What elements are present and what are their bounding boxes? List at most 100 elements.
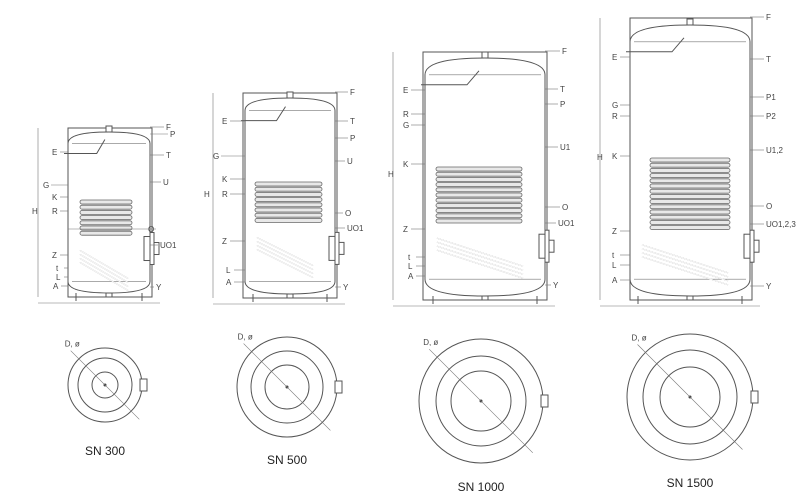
- connection-label-t: t: [408, 253, 411, 262]
- connection-label-z: Z: [222, 237, 227, 246]
- connection-label-h: H: [32, 207, 38, 216]
- heat-exchanger-coil-turn: [79, 220, 133, 226]
- diameter-label: D, ø: [423, 338, 438, 347]
- connection-label-l: L: [56, 273, 61, 282]
- connection-label-y: Y: [553, 281, 559, 290]
- connection-label-f: F: [562, 47, 567, 56]
- inlet-pipe: [421, 70, 480, 86]
- connection-label-p2: P2: [766, 112, 776, 121]
- inner-circle: [77, 357, 133, 413]
- heat-exchanger-coil-turn: [649, 193, 731, 199]
- inlet-pipe: [241, 106, 286, 122]
- diameter-label: D, ø: [632, 334, 647, 343]
- side-flange: [540, 394, 549, 408]
- connection-label-e: E: [52, 148, 57, 157]
- connection-label-p: P: [560, 100, 565, 109]
- connection-label-l: L: [226, 266, 231, 275]
- inner-circle: [264, 364, 310, 410]
- heat-exchanger-coil-turn: [435, 176, 523, 182]
- connection-label-h: H: [204, 190, 210, 199]
- heat-exchanger-coil-turn: [649, 204, 731, 210]
- model-name: SN 1000: [458, 480, 505, 494]
- inner-circle: [642, 349, 738, 445]
- connection-label-k: K: [222, 175, 228, 184]
- heat-exchanger-coil-turn: [79, 204, 133, 210]
- connection-label-uo: UO1,2,3: [766, 220, 796, 229]
- heat-exchanger-coil-turn: [254, 202, 323, 208]
- heat-exchanger-coil-turn: [649, 219, 731, 225]
- top-nozzle: [286, 91, 294, 99]
- heat-exchanger-coil-turn: [79, 230, 133, 236]
- connection-label-h: H: [597, 153, 603, 162]
- flange-connection: [753, 239, 760, 253]
- diameter-label: D, ø: [238, 333, 253, 342]
- inner-circle: [450, 370, 512, 432]
- heat-exchanger-coil-turn: [649, 162, 731, 168]
- plan-view: D, ø: [418, 338, 549, 464]
- connection-label-f: F: [350, 88, 355, 97]
- connection-label-y: Y: [156, 283, 162, 292]
- flange-connection: [153, 242, 160, 256]
- inner-circle: [435, 355, 527, 447]
- connection-label-r: R: [403, 110, 409, 119]
- heat-exchanger-coil-turn: [649, 157, 731, 163]
- inner-circle: [659, 366, 721, 428]
- heat-exchanger-coil-turn: [254, 207, 323, 213]
- heat-exchanger-coil-turn: [254, 181, 323, 187]
- bottom-nozzle: [686, 295, 694, 301]
- flange-connection: [338, 241, 345, 255]
- connection-label-u: U1: [560, 143, 571, 152]
- top-nozzle: [686, 18, 694, 26]
- plan-view: D, ø: [626, 333, 759, 461]
- connection-label-y: Y: [766, 282, 772, 291]
- bottom-nozzle: [105, 292, 113, 298]
- heat-exchanger-coil-turn: [649, 214, 731, 220]
- connection-label-t: T: [166, 151, 171, 160]
- heat-exchanger-coil-turn: [649, 225, 731, 231]
- flange: [743, 233, 751, 259]
- connection-label-y: Y: [343, 283, 349, 292]
- connection-label-h: H: [388, 170, 394, 179]
- connection-label-p: P: [350, 134, 355, 143]
- flange: [143, 236, 151, 262]
- inlet-pipe: [64, 139, 106, 154]
- diameter-line: [243, 343, 331, 431]
- heat-exchanger-coil-turn: [435, 187, 523, 193]
- connection-label-r: R: [52, 207, 58, 216]
- flange-connection: [548, 239, 555, 253]
- connection-label-t: T: [350, 117, 355, 126]
- connection-label-t: t: [612, 251, 615, 260]
- connection-label-o: O: [766, 202, 772, 211]
- heat-exchanger-coil-turn: [254, 191, 323, 197]
- connection-label-g: G: [213, 152, 219, 161]
- bottom-nozzle: [481, 295, 489, 301]
- model-name: SN 1500: [667, 476, 714, 490]
- heat-exchanger-coil-turn: [435, 197, 523, 203]
- connection-label-u: U1,2: [766, 146, 783, 155]
- heat-exchanger-coil-turn: [254, 212, 323, 218]
- connection-label-a: A: [408, 272, 414, 281]
- connection-label-a: A: [53, 282, 59, 291]
- heat-exchanger-coil-turn: [254, 186, 323, 192]
- heat-exchanger-coil-turn: [649, 209, 731, 215]
- connection-label-e: E: [612, 53, 617, 62]
- heat-exchanger-coil-turn: [435, 171, 523, 177]
- top-nozzle: [481, 51, 489, 59]
- connection-label-k: K: [403, 160, 409, 169]
- connection-label-o: O: [148, 225, 154, 234]
- connection-label-u: U: [347, 157, 353, 166]
- connection-label-r: R: [612, 112, 618, 121]
- connection-label-uo: UO1: [347, 224, 364, 233]
- connection-label-uo: UO1: [558, 219, 575, 228]
- model-name: SN 300: [85, 444, 125, 458]
- connection-label-p1: P1: [766, 93, 776, 102]
- connection-label-z: Z: [52, 251, 57, 260]
- side-flange: [139, 378, 148, 392]
- heat-exchanger-coil-turn: [435, 192, 523, 198]
- connection-label-t: T: [560, 85, 565, 94]
